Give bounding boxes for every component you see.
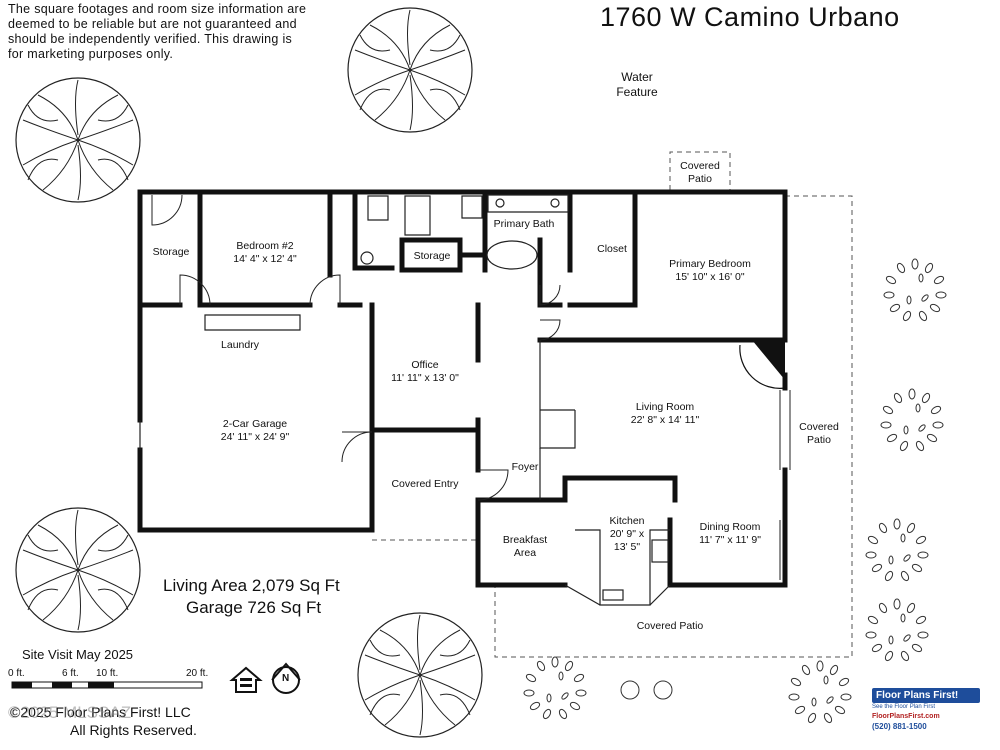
garage-area-text: Garage 726 Sq Ft [186,598,322,617]
sink-icon [550,198,560,208]
property-address: 1760 W Camino Urbano [600,2,900,32]
scale-label: 20 ft. [186,668,209,679]
brand-phone: (520) 881-1500 [872,722,927,731]
bathtub-icon [486,240,538,270]
equal-housing-icon [229,666,263,693]
shower-icon [461,195,483,219]
room-covered-entry: Covered Entry [391,478,459,490]
room-storage-1: Storage [152,246,190,258]
shrub-icon [620,680,640,700]
room-primary-bath: Primary Bath [493,218,555,230]
shrub-icon [883,258,947,323]
tree-icon [15,77,141,203]
scale-label: 6 ft. [62,668,79,679]
room-covered-patio-right: Covered Patio [799,421,839,446]
living-area-text: Living Area 2,079 Sq Ft [163,576,340,595]
shrub-icon [865,598,929,663]
scale-label: 10 ft. [96,668,119,679]
room-foyer: Foyer [511,461,539,473]
fireplace-icon [752,340,785,380]
scale-label: 0 ft. [8,668,25,679]
sink-icon [602,589,624,601]
room-closet: Closet [597,243,627,255]
disclaimer-text: The square footages and room size inform… [8,2,307,61]
patio-outline [494,195,853,658]
brand-logo[interactable]: Floor Plans First! See the Floor Plan Fi… [872,688,980,738]
room-breakfast: Breakfast Area [502,534,548,559]
patio-outline [669,151,731,190]
laundry-appliances [204,314,301,331]
rights-text: All Rights Reserved. [70,722,197,738]
site-visit-text: Site Visit May 2025 [22,647,134,662]
shrub-icon [788,660,852,725]
shrub-icon [880,388,944,453]
room-storage-2: Storage [413,250,451,262]
shrub-icon [865,518,929,583]
sink-icon [495,198,505,208]
tree-icon [15,507,141,633]
mls-watermark: ©2025 MLSSAZ [8,703,132,722]
vanity-counter [487,194,569,213]
bathtub-icon [404,195,431,236]
scale-bar [11,681,203,689]
kitchen-counter [575,529,670,606]
fireplace-icon [539,410,576,449]
shrub-icon [653,680,673,700]
north-arrow-icon [271,662,301,694]
stove-icon [651,539,669,563]
toilet-icon [367,195,389,221]
tree-icon [347,7,473,133]
room-laundry: Laundry [221,339,259,351]
brand-tagline: See the Floor Plan First [872,704,936,710]
room-covered-patio-bottom: Covered Patio [636,620,704,632]
sink-icon [360,251,374,265]
north-label: N [282,673,290,684]
brand-url[interactable]: FloorPlansFirst.com [872,713,940,720]
copyright-text: ©2025 Floor Plans First! LLC [10,704,191,720]
brand-name: Floor Plans First! [872,688,980,703]
shrub-icon [523,656,587,721]
tree-icon [357,612,483,738]
room-covered-patio-top: Covered Patio [680,160,720,185]
water-feature: Water Feature [616,70,658,99]
